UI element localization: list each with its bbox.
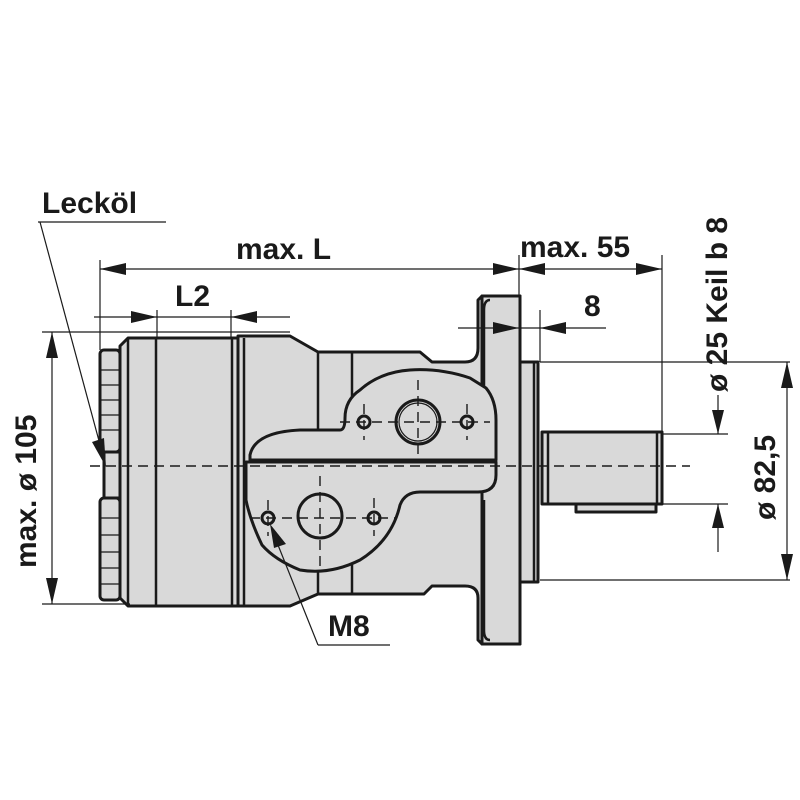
pilot-collar <box>518 360 540 584</box>
label-shaft-dia-25-key: ø 25 Keil b 8 <box>701 217 734 392</box>
dim-8 <box>458 322 606 334</box>
port-holes <box>250 380 490 566</box>
output-shaft <box>540 430 664 506</box>
extension-lines <box>42 255 790 605</box>
label-pilot-dia-82-5: ø 82,5 <box>749 435 782 520</box>
leader-m8 <box>270 524 390 646</box>
dim-max-dia-105 <box>46 332 58 604</box>
label-m8: M8 <box>328 610 370 643</box>
label-l2: L2 <box>175 280 210 313</box>
dim-l2 <box>94 311 290 323</box>
label-max-l: max. L <box>236 233 331 266</box>
label-max-55: max. 55 <box>520 231 630 264</box>
dim-pilot-dia-82-5 <box>781 362 793 580</box>
rear-housing <box>118 336 240 608</box>
label-max-dia-105: max. ø 105 <box>10 415 43 568</box>
dim-max-55 <box>519 263 662 275</box>
shaft-key <box>574 502 658 514</box>
label-8: 8 <box>584 290 601 323</box>
rear-bolt-stack <box>98 348 122 602</box>
motor-body <box>98 294 664 646</box>
leader-leckoel <box>38 221 166 467</box>
dim-max-l <box>100 263 519 275</box>
label-leckoel: Lecköl <box>42 187 137 220</box>
dim-shaft-dia-25 <box>712 395 724 552</box>
